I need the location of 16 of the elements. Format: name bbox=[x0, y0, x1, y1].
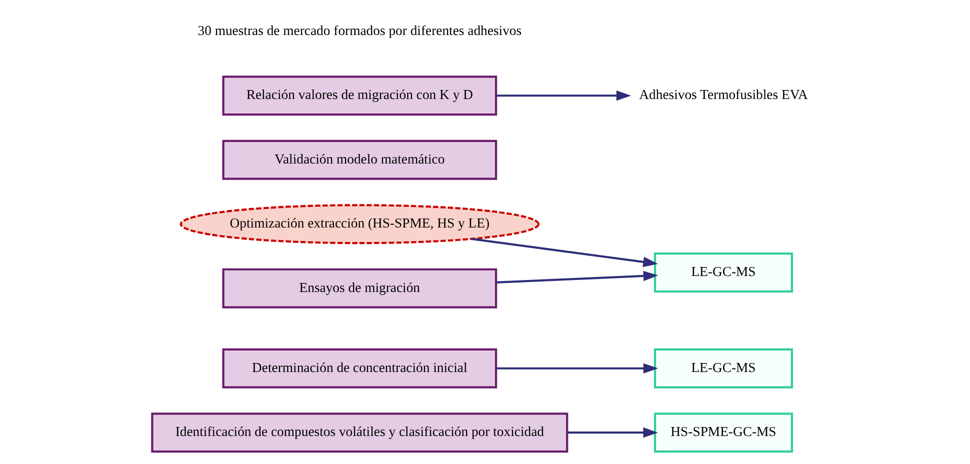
node-box: Relación valores de migración con K y D bbox=[222, 76, 497, 116]
node-box: LE-GC-MS bbox=[653, 348, 792, 388]
arrow bbox=[496, 270, 658, 284]
node-box: Ensayos de migración bbox=[222, 268, 497, 308]
node-box: Determinación de concentración inicial bbox=[222, 348, 497, 388]
node-box: Identificación de compuestos volátiles y clasificación por toxicidad bbox=[150, 412, 568, 453]
node-box: HS-SPME-GC-MS bbox=[653, 412, 792, 453]
node-text: Adhesivos Termofusibles EVA bbox=[638, 87, 808, 102]
arrow bbox=[566, 427, 658, 438]
node-box: LE-GC-MS bbox=[653, 252, 792, 293]
arrow bbox=[496, 90, 631, 101]
label: 30 muestras de mercado formados por diferentes adhesivos bbox=[197, 22, 522, 38]
node-ellipse: Optimización extracción (HS-SPME, HS y LE) bbox=[179, 204, 540, 244]
arrow bbox=[496, 363, 658, 374]
arrow bbox=[471, 238, 658, 268]
node-box: Validación modelo matemático bbox=[222, 140, 497, 180]
